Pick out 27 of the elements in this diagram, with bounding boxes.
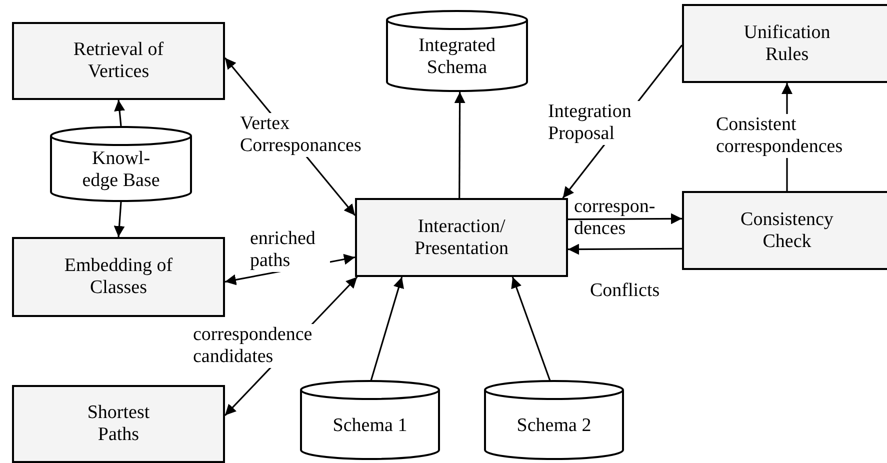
arrow	[114, 100, 126, 126]
process-box	[355, 198, 568, 277]
arrow	[568, 213, 682, 224]
node-label: Consistency Check	[740, 208, 834, 252]
process-box	[682, 4, 887, 83]
node-label: Schema 2	[516, 415, 592, 437]
process-box	[12, 237, 225, 317]
arrow	[454, 92, 466, 198]
process-box	[12, 385, 225, 463]
edge-label: correspon- dences	[574, 196, 656, 240]
database-cylinder	[484, 380, 624, 460]
node-label: Retrieval of Vertices	[72, 39, 165, 83]
database-cylinder	[300, 380, 440, 460]
node-label: Schema 1	[332, 415, 408, 437]
node-label: Integrated Schema	[417, 35, 496, 79]
database-cylinder	[386, 10, 528, 92]
node-label: Interaction/ Presentation	[414, 216, 510, 260]
node-label: Embedding of Classes	[64, 255, 174, 299]
database-cylinder	[50, 126, 192, 202]
node-label: Knowl- edge Base	[81, 148, 161, 192]
node-label: Shortest Paths	[86, 402, 151, 446]
process-box	[12, 22, 225, 100]
arrow	[114, 202, 125, 238]
arrow	[568, 244, 682, 255]
edge-label: enriched paths	[250, 228, 330, 272]
process-box	[682, 191, 887, 270]
node-label: Unification Rules	[742, 22, 832, 66]
